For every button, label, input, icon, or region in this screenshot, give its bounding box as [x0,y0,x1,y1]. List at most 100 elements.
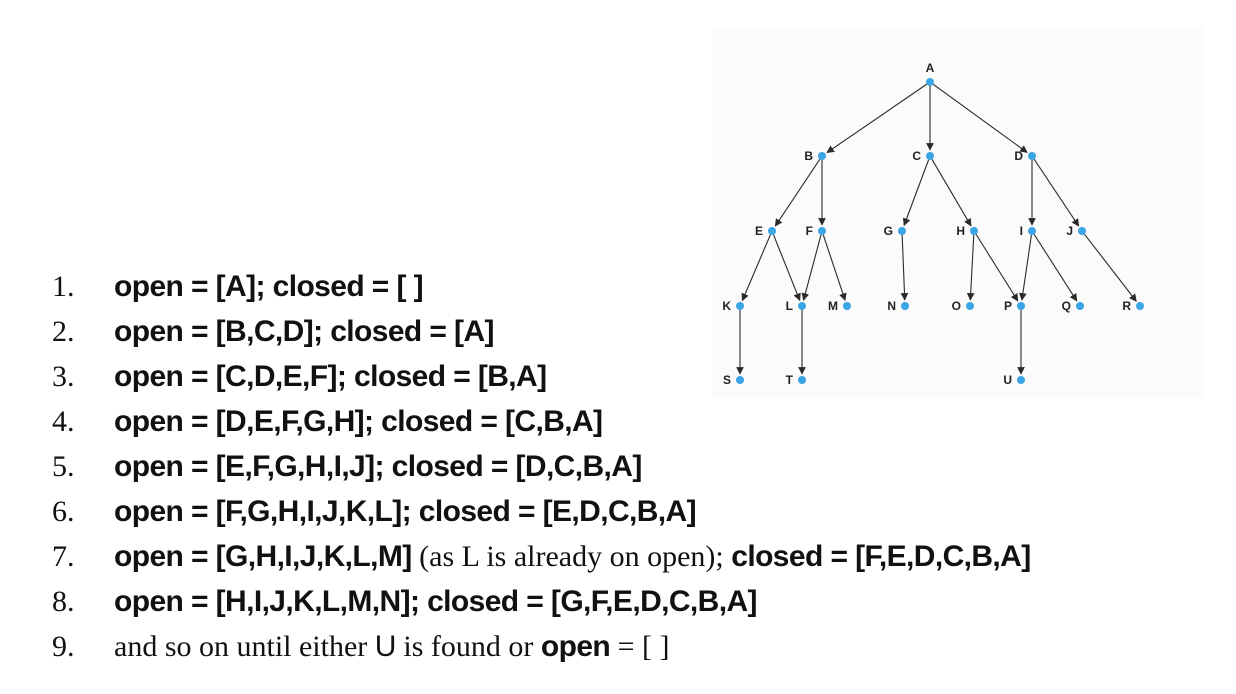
node-label: N [887,299,896,313]
edge-D-J [1033,159,1080,227]
tree-node-D: D [1014,149,1036,163]
tree-node-H: H [956,224,978,238]
node-dot [898,227,906,235]
empty-list: = [ ] [617,630,670,663]
step-text: open = [F,G,H,I,J,K,L]; closed = [E,D,C,… [114,495,697,528]
tree-node-C: C [912,149,934,163]
step-text-closed: closed = [F,E,D,C,B,A] [731,540,1031,573]
node-dot [926,78,934,86]
node-label: Q [1062,299,1071,313]
step-3: 3. open = [C,D,E,F]; closed = [B,A] [52,354,1031,399]
node-dot [818,152,826,160]
edge-I-Q [1033,234,1078,302]
node-label: O [952,299,961,313]
step-text: open = [A]; closed = [ ] [114,270,424,303]
step-text: and so on until either [114,630,368,663]
step-5: 5. open = [E,F,G,H,I,J]; closed = [D,C,B,… [52,444,1031,489]
edge-G-N [900,234,909,301]
step-text: open = [H,I,J,K,L,M,N]; closed = [G,F,E,… [114,585,758,618]
step-text: open = [E,F,G,H,I,J]; closed = [D,C,B,A] [114,450,642,483]
tree-node-G: G [884,224,906,238]
step-number: 1. [52,270,75,303]
edge-E-K [741,234,771,302]
tree-node-E: E [755,224,776,238]
tree-node-M: M [828,299,851,313]
edge-H-O [966,234,975,301]
node-label: H [956,224,965,238]
edge-B-E [774,159,821,227]
step-2: 2.open = [B,C,D]; closed = [A] [52,309,1031,354]
node-label: U [1003,373,1012,387]
step-number: 3. [52,360,75,393]
tree-node-I: I [1020,224,1036,238]
step-8: 8. open = [H,I,J,K,L,M,N]; closed = [G,F,… [52,579,1031,624]
tree-node-A: A [926,61,935,86]
tree-node-L: L [786,299,806,313]
node-dot [818,227,826,235]
node-label: E [755,224,763,238]
step-note: (as L is already on open); [419,540,724,573]
node-dot [1076,302,1084,310]
edge-I-P [1019,234,1032,301]
bfs-steps-list: 1. open = [A]; closed = [ ] 2.open = [B,C… [52,264,1031,669]
step-text-2: is found or [403,630,534,663]
edge-C-H [931,159,972,227]
edge-F-L [801,234,822,301]
node-dot [798,302,806,310]
node-label: T [786,373,794,387]
tree-node-B: B [804,149,826,163]
step-7: 7. open = [G,H,I,J,K,L,M] (as L is alread… [52,534,1031,579]
node-dot [1017,302,1025,310]
step-1: 1. open = [A]; closed = [ ] [52,264,1031,309]
tree-node-T: T [786,373,806,387]
step-number: 7. [52,540,75,573]
goal-node: U [374,630,397,663]
node-label: M [828,299,838,313]
tree-node-P: P [1004,299,1025,313]
tree-node-S: S [723,373,744,387]
tree-node-O: O [952,299,974,313]
node-label: R [1122,299,1131,313]
node-label: F [806,224,813,238]
edge-A-D [932,83,1028,153]
node-dot [798,376,806,384]
step-4: 4.open = [D,E,F,G,H]; closed = [C,B,A] [52,399,1031,444]
node-dot [1136,302,1144,310]
node-label: C [912,149,921,163]
step-text: open = [C,D,E,F]; closed = [B,A] [114,360,547,393]
edge-H-P [975,234,1019,302]
node-dot [1017,376,1025,384]
node-dot [768,227,776,235]
tree-node-N: N [887,299,909,313]
step-text: open = [D,E,F,G,H]; closed = [C,B,A] [114,405,603,438]
node-label: P [1004,299,1012,313]
node-label: I [1020,224,1023,238]
edge-E-L [772,234,801,302]
node-dot [1028,227,1036,235]
step-number: 8. [52,585,75,618]
edge-F-M [822,234,847,302]
tree-node-U: U [1003,373,1025,387]
step-9: 9.and so on until either U is found or o… [52,624,1031,669]
node-dot [966,302,974,310]
step-text: open = [G,H,I,J,K,L,M] [114,540,412,573]
node-label: K [722,299,731,313]
step-number: 5. [52,450,75,483]
step-6: 6.open = [F,G,H,I,J,K,L]; closed = [E,D,… [52,489,1031,534]
step-number: 9. [52,630,75,663]
node-dot [736,302,744,310]
node-label: D [1014,149,1023,163]
node-dot [736,376,744,384]
tree-node-R: R [1122,299,1144,313]
node-dot [926,152,934,160]
node-label: G [884,224,893,238]
node-dot [1028,152,1036,160]
node-dot [1078,227,1086,235]
edge-J-R [1084,233,1137,302]
node-dot [970,227,978,235]
node-dot [901,302,909,310]
tree-node-K: K [722,299,744,313]
node-label: B [804,149,813,163]
